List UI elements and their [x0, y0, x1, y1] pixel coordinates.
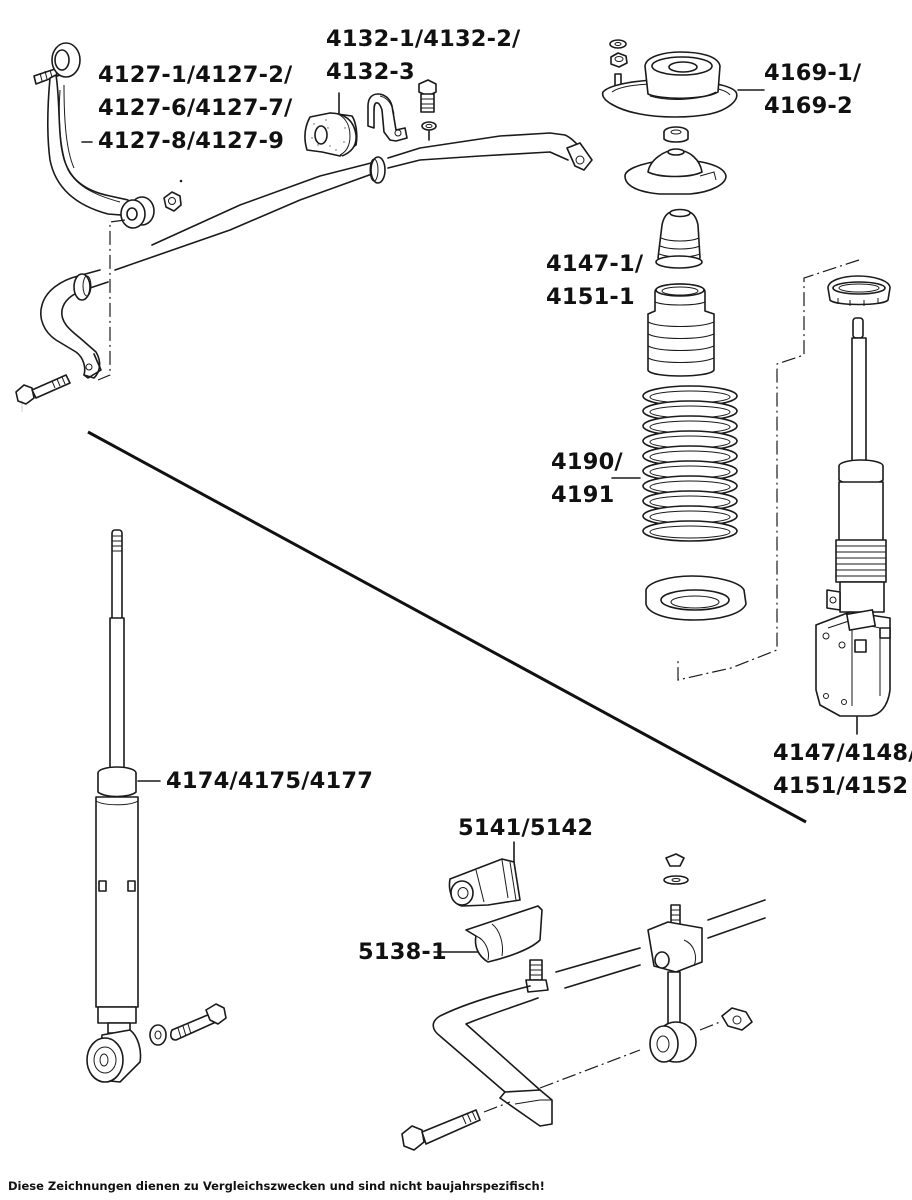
label-strut-mount: 4169-1/ 4169-2 — [764, 57, 861, 123]
spring-coil-inner — [650, 526, 730, 538]
rear-shock-drawing — [87, 530, 226, 1082]
label-rear-bracket: 5138-1 — [358, 936, 447, 969]
label-line: 4127-6/4127-7/ — [98, 95, 293, 121]
divider-line — [88, 432, 806, 822]
coil-spring-drawing — [643, 386, 737, 541]
spring-seat-drawing — [646, 576, 746, 620]
label-line: 4132-3 — [326, 59, 415, 85]
label-line: 4151-1 — [546, 284, 635, 310]
label-line: 4147-1/ — [546, 251, 644, 277]
label-front-strut: 4147/4148/ 4151/4152 — [773, 737, 912, 803]
label-line: 4190/ — [551, 449, 623, 475]
label-line: 4169-2 — [764, 93, 853, 119]
front-strut-drawing — [678, 260, 890, 734]
front-drop-link-drawing — [34, 43, 183, 228]
label-coil-spring: 4190/ 4191 — [551, 446, 623, 512]
label-line: 5138-1 — [358, 939, 447, 965]
bump-stop-boot-drawing — [648, 210, 714, 377]
footer-disclaimer: Diese Zeichnungen dienen zu Vergleichszw… — [8, 1179, 545, 1193]
label-line: 4147/4148/ — [773, 740, 912, 766]
label-front-bushing: 4132-1/4132-2/ 4132-3 — [326, 23, 520, 89]
strut-mount-drawing — [603, 40, 764, 194]
front-stabilizer-bar-drawing — [16, 133, 592, 412]
spring-coil — [643, 521, 737, 541]
label-line: 4132-1/4132-2/ — [326, 26, 521, 52]
label-line: 5141/5142 — [458, 815, 594, 841]
rear-stabilizer-drawing — [402, 842, 765, 1150]
label-line: 4127-1/4127-2/ — [98, 62, 293, 88]
label-line: 4174/4175/4177 — [166, 768, 374, 794]
front-bushing-drawing — [305, 80, 436, 156]
label-line: 4191 — [551, 482, 615, 508]
label-bump-stop-boot: 4147-1/ 4151-1 — [546, 248, 643, 314]
label-line: 4127-8/4127-9 — [98, 128, 285, 154]
label-line: 4151/4152 — [773, 773, 909, 799]
label-rear-bushing: 5141/5142 — [458, 812, 593, 845]
label-line: 4169-1/ — [764, 60, 862, 86]
label-front-drop-link: 4127-1/4127-2/ 4127-6/4127-7/ 4127-8/412… — [98, 59, 292, 158]
label-rear-shock: 4174/4175/4177 — [166, 765, 373, 798]
